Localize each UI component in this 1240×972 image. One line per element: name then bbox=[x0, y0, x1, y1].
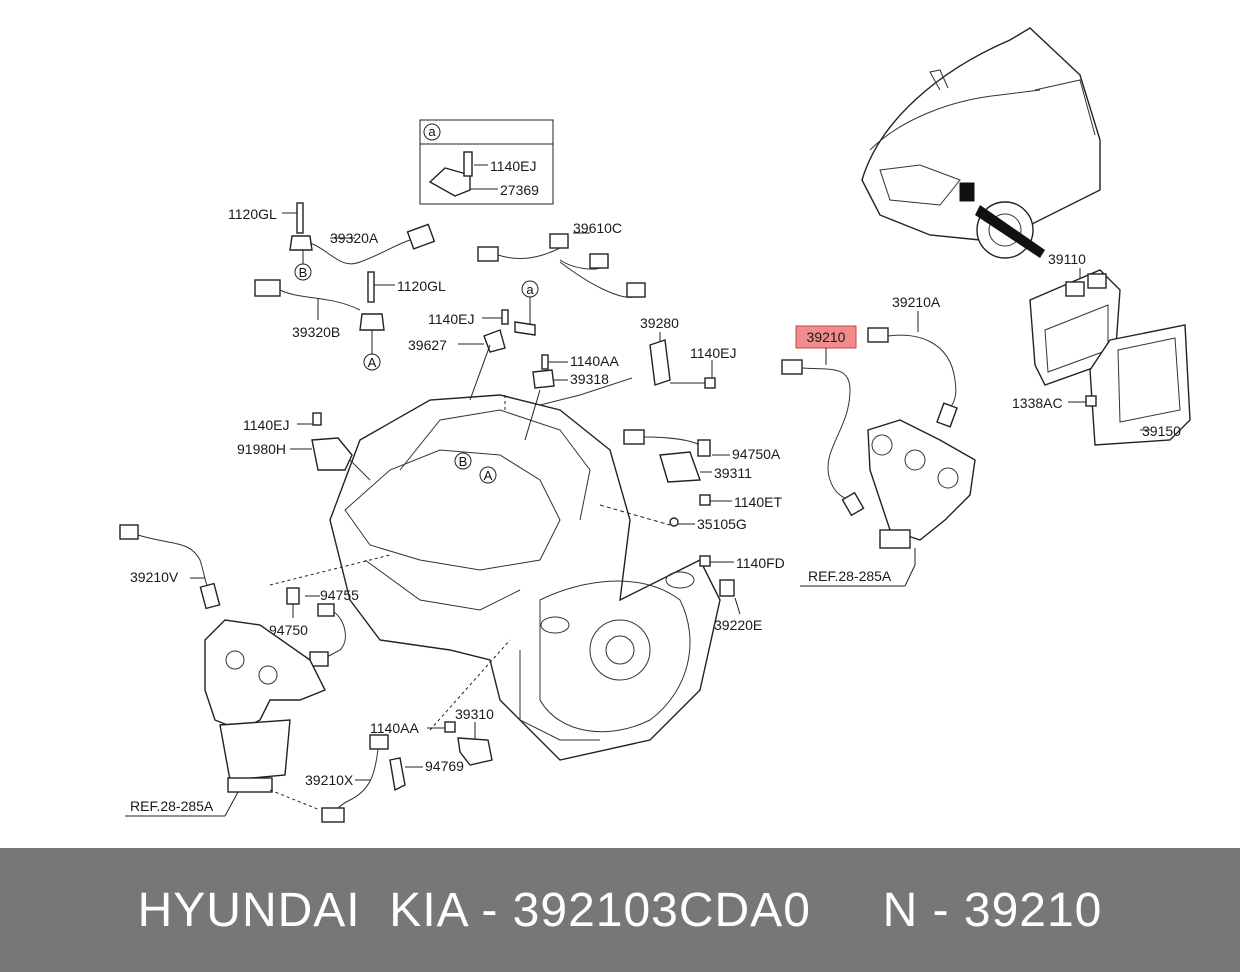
left-manifold: 39210X REF.28-285A bbox=[125, 619, 389, 823]
label-39320A: 39320A bbox=[330, 230, 379, 246]
right-o2-sensors: 39210 39210A REF.28-285A bbox=[781, 294, 976, 587]
circle-B-1: B bbox=[299, 265, 308, 280]
label-39627: 39627 bbox=[408, 337, 447, 353]
label-39110: 39110 bbox=[1048, 251, 1086, 267]
label-35105G: 35105G bbox=[697, 516, 747, 532]
label-94750: 94750 bbox=[269, 622, 308, 638]
label-1338AC: 1338AC bbox=[1012, 395, 1063, 411]
vehicle-illustration bbox=[861, 27, 1101, 259]
left-sensors: 1140EJ 91980H 39210V 94750 94755 bbox=[119, 412, 371, 667]
cam-sensor-group: a 1140EJ 39627 1140AA 39318 bbox=[408, 280, 619, 389]
label-39220E: 39220E bbox=[714, 617, 762, 633]
engine-block: B A bbox=[329, 344, 721, 761]
label-1140EJ-2: 1140EJ bbox=[690, 345, 736, 361]
detail-box-a: a 1140EJ 27369 bbox=[419, 119, 554, 205]
label-ref-left: REF.28-285A bbox=[130, 798, 214, 814]
label-39210V: 39210V bbox=[130, 569, 179, 585]
label-1140ET: 1140ET bbox=[734, 494, 782, 510]
lower-middle-sensors: 1140AA 39310 94769 bbox=[370, 706, 494, 792]
circle-B-2: B bbox=[459, 454, 468, 469]
label-39280: 39280 bbox=[640, 315, 679, 331]
parts-diagram: a 1140EJ 27369 B 1120GL 39320A 1120GL 39… bbox=[119, 27, 1191, 823]
label-1120GL-1: 1120GL bbox=[228, 206, 277, 222]
harness-39610C: 39610C bbox=[477, 220, 646, 298]
label-ref-right: REF.28-285A bbox=[808, 568, 892, 584]
circle-A-2: A bbox=[484, 468, 493, 483]
label-39210A: 39210A bbox=[892, 294, 941, 310]
label-39310: 39310 bbox=[455, 706, 494, 722]
part-number-footer: HYUNDAI KIA - 392103CDA0 N - 39210 bbox=[0, 848, 1240, 972]
knock-sensor-group: B 1120GL 39320A 1120GL 39320B A bbox=[228, 202, 446, 371]
label-91980H: 91980H bbox=[237, 441, 286, 457]
label-94750A: 94750A bbox=[732, 446, 781, 462]
label-1120GL-2: 1120GL bbox=[397, 278, 446, 294]
label-box-27369: 27369 bbox=[500, 182, 539, 198]
bracket-39280: 39280 1140EJ bbox=[519, 315, 736, 411]
label-1140EJ-3: 1140EJ bbox=[243, 417, 289, 433]
circle-a-1: a bbox=[526, 282, 534, 297]
label-1140AA-2: 1140AA bbox=[370, 720, 419, 736]
right-mid-sensors: 94750A 39311 1140ET 35105G 1140FD 39220E bbox=[599, 429, 785, 633]
label-39150: 39150 bbox=[1142, 423, 1181, 439]
label-94769: 94769 bbox=[425, 758, 464, 774]
label-39311: 39311 bbox=[714, 465, 752, 481]
label-box-1140EJ: 1140EJ bbox=[490, 158, 536, 174]
label-39610C: 39610C bbox=[573, 220, 622, 236]
label-1140FD: 1140FD bbox=[736, 555, 785, 571]
label-94755: 94755 bbox=[320, 587, 359, 603]
label-39210X: 39210X bbox=[305, 772, 354, 788]
label-1140EJ-1: 1140EJ bbox=[428, 311, 474, 327]
circle-A-1: A bbox=[368, 355, 377, 370]
label-39318: 39318 bbox=[570, 371, 609, 387]
leader-lines bbox=[269, 554, 511, 811]
label-39210-highlighted: 39210 bbox=[807, 329, 846, 345]
ecu-group: 39110 39150 1338AC bbox=[1012, 251, 1191, 446]
label-39320B: 39320B bbox=[292, 324, 340, 340]
detail-box-letter: a bbox=[428, 124, 436, 139]
label-1140AA-1: 1140AA bbox=[570, 353, 619, 369]
